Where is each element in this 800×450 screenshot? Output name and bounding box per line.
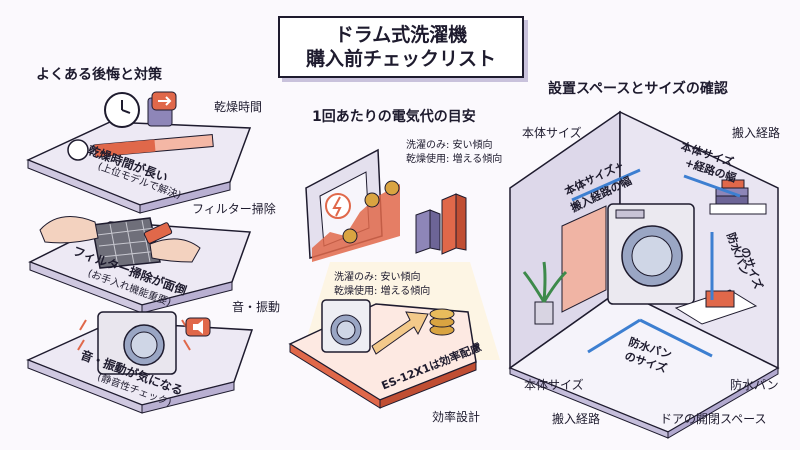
label-body-size-top: 本体サイズ bbox=[522, 126, 582, 140]
arrow-icon bbox=[371, 311, 429, 355]
note-top-1: 洗濯のみ: 安い傾向 bbox=[406, 140, 493, 151]
note-mid-1: 洗濯のみ: 安い傾向 bbox=[334, 272, 421, 283]
middle-heading: 1回あたりの電気代の目安 bbox=[312, 109, 476, 125]
measure-arrow bbox=[571, 168, 641, 202]
filter-panel bbox=[28, 216, 252, 314]
dial-icon bbox=[67, 139, 89, 161]
label-dry-time: 乾燥時間 bbox=[214, 100, 263, 114]
noise-panel bbox=[26, 311, 254, 414]
right-heading: 設置スペースとサイズの確認 bbox=[548, 81, 728, 97]
label-carry-route-top: 搬入経路 bbox=[732, 126, 781, 140]
title-line-1: ドラム式洗濯機 bbox=[334, 24, 468, 46]
warning-arrow-icon bbox=[151, 91, 177, 111]
clock-icon bbox=[104, 92, 140, 128]
label-pan-bottom: 防水パン bbox=[730, 378, 779, 392]
towel-icon bbox=[705, 290, 735, 308]
title-banner: ドラム式洗濯機 購入前チェックリスト bbox=[278, 16, 524, 78]
measure-arrow bbox=[683, 174, 741, 198]
label-body-size-bottom: 本体サイズ bbox=[524, 378, 584, 392]
dryer-time-panel bbox=[26, 121, 252, 214]
label-noise: 音・振動 bbox=[232, 300, 281, 314]
bar-blocks bbox=[415, 193, 467, 255]
title-line-2: 購入前チェックリスト bbox=[305, 48, 496, 70]
label-filter: フィルター掃除 bbox=[192, 202, 276, 216]
shelf bbox=[709, 203, 767, 215]
hand-icon bbox=[149, 238, 201, 263]
label-door-space: ドアの開閉スペース bbox=[660, 412, 767, 426]
energy-chart-card bbox=[305, 148, 400, 262]
lightning-icon bbox=[325, 193, 351, 219]
plant-icon bbox=[522, 261, 568, 325]
brush-icon bbox=[143, 222, 173, 244]
middle-footer: 効率設計 bbox=[432, 410, 481, 424]
note-top-2: 乾燥使用: 増える傾向 bbox=[406, 154, 503, 165]
measure-arrow bbox=[639, 318, 713, 358]
note-mid-2: 乾燥使用: 増える傾向 bbox=[334, 286, 431, 297]
left-heading: よくある後悔と対策 bbox=[36, 67, 162, 83]
door-frame bbox=[561, 205, 607, 313]
hand-icon bbox=[39, 216, 99, 244]
measure-arrow bbox=[587, 318, 641, 354]
room-illustration bbox=[508, 110, 780, 439]
efficiency-platform bbox=[288, 299, 477, 409]
coin-stack-icon bbox=[429, 308, 455, 336]
label-carry-route-bottom: 搬入経路 bbox=[552, 412, 601, 426]
